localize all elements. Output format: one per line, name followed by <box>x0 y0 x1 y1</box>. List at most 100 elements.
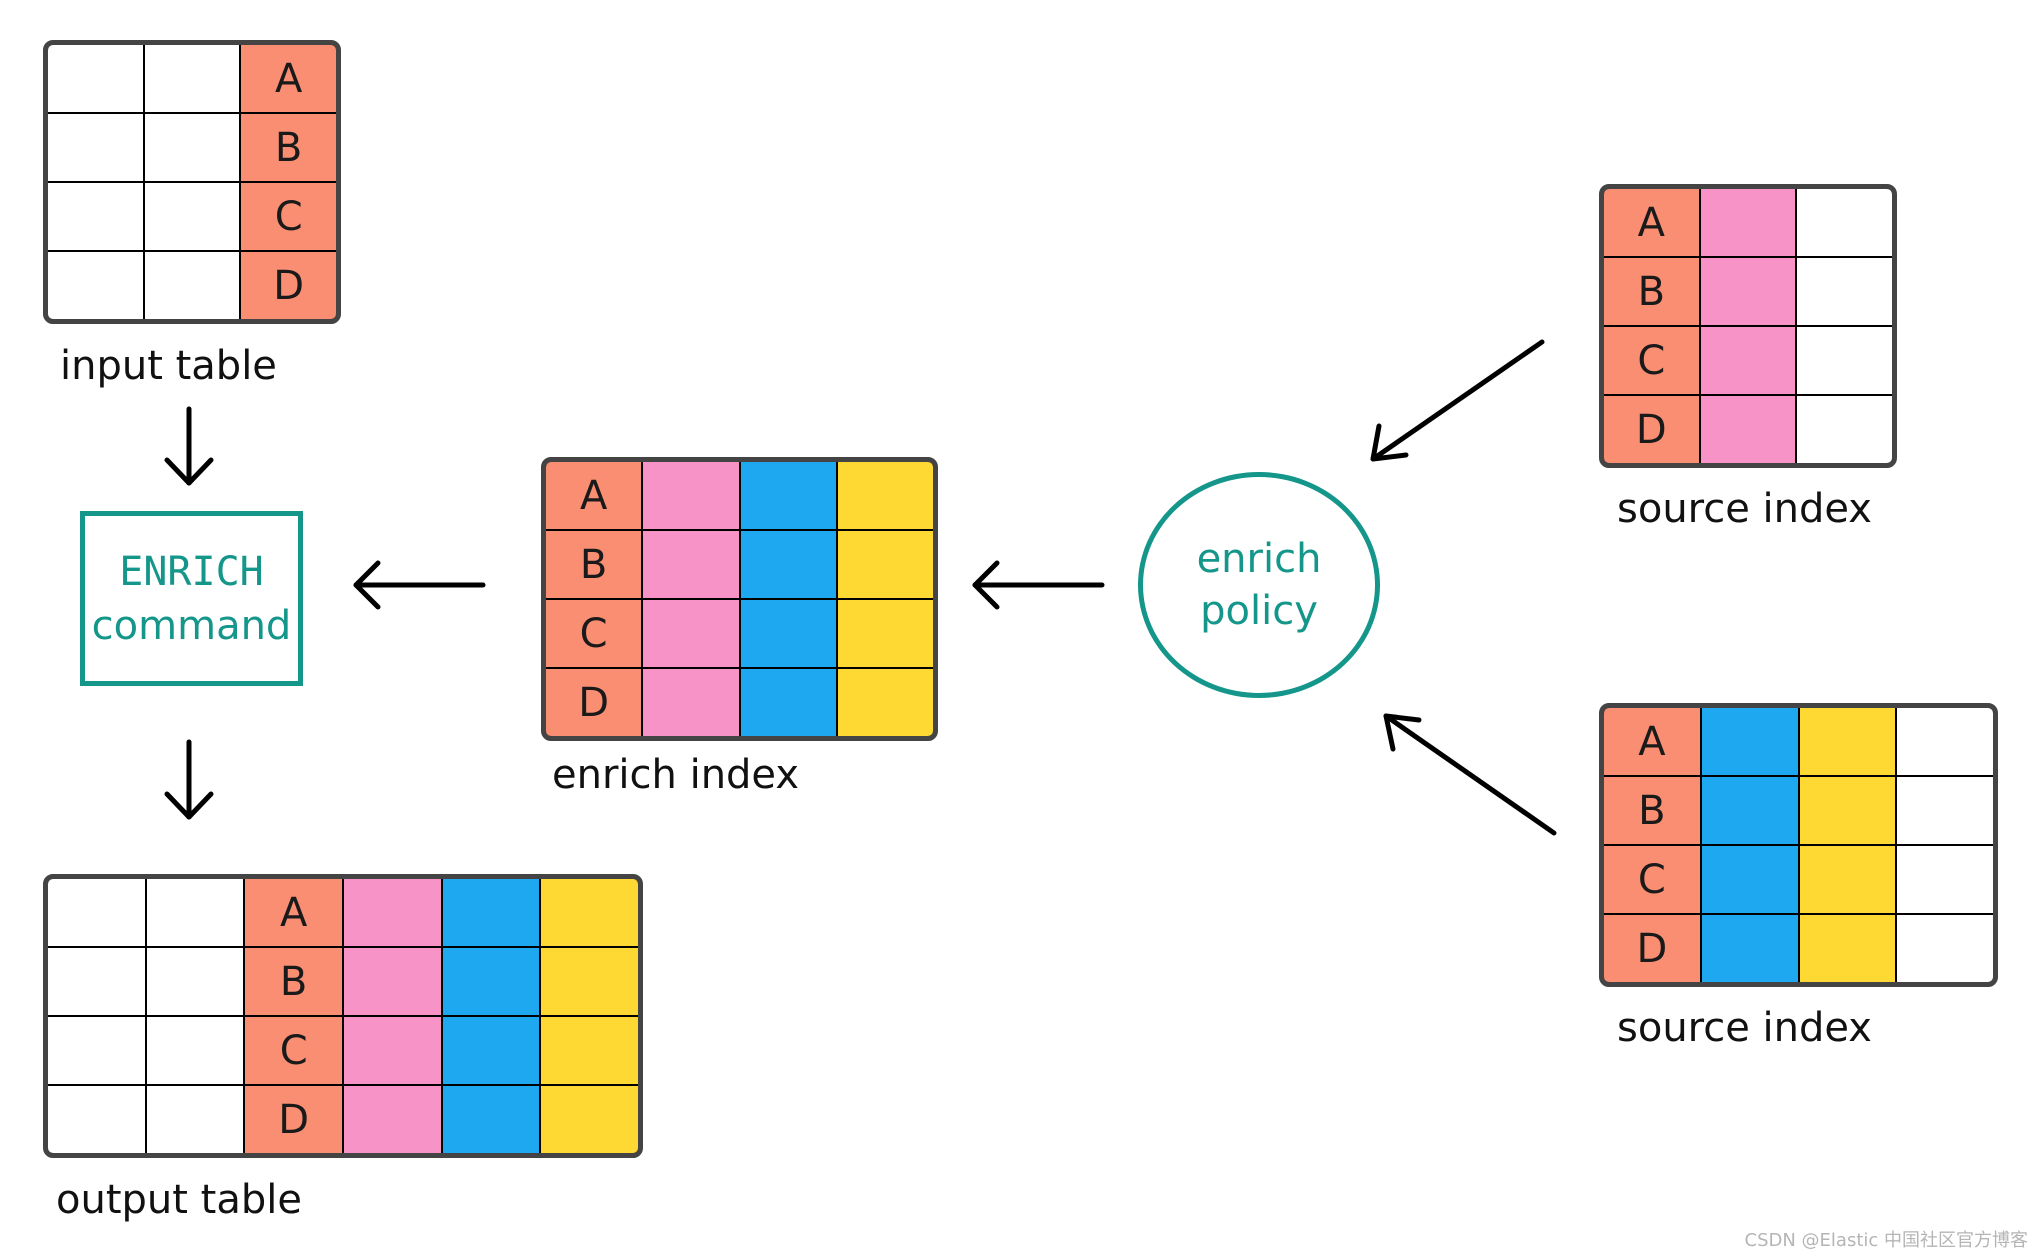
table-cell <box>837 600 933 667</box>
arrow-source2-to-policy <box>1383 713 1557 836</box>
arrow-command-to-output <box>164 739 214 820</box>
enrich-command-keyword: ENRICH <box>119 548 264 595</box>
table-cell <box>343 948 441 1015</box>
table-cell: C <box>546 600 642 667</box>
table-cell: D <box>245 1086 342 1153</box>
table-cell: A <box>1604 189 1699 256</box>
table-cell <box>1897 915 1993 982</box>
table-cell <box>442 1017 540 1084</box>
table-cell <box>144 252 240 319</box>
table-cell: A <box>241 45 336 112</box>
table-cell <box>1701 846 1798 913</box>
table-cell <box>1700 189 1796 256</box>
source-index-label-1: source index <box>1617 486 1872 532</box>
table-cell <box>48 252 143 319</box>
table-cell <box>144 114 240 181</box>
table-cell <box>343 1017 441 1084</box>
table-cell <box>146 879 244 946</box>
table-cell <box>1897 846 1993 913</box>
table-cell <box>541 1086 638 1153</box>
table-cell: B <box>241 114 336 181</box>
table-cell: C <box>1604 327 1699 394</box>
table-cell <box>48 45 143 112</box>
table-cell <box>837 531 933 598</box>
enrich-policy-circle: enrich policy <box>1138 472 1380 698</box>
table-cell <box>1799 777 1896 844</box>
table-cell <box>1799 846 1896 913</box>
table-cell: C <box>241 183 336 250</box>
table-cell: B <box>546 531 642 598</box>
table-cell <box>837 669 933 736</box>
table-cell <box>146 1017 244 1084</box>
table-cell <box>48 183 143 250</box>
table-cell <box>1897 777 1993 844</box>
arrow-input-to-command <box>164 406 214 486</box>
table-cell <box>1700 396 1796 463</box>
table-cell <box>740 462 836 529</box>
output-table-label: output table <box>56 1177 302 1223</box>
table-cell <box>740 531 836 598</box>
table-cell: B <box>1604 777 1700 844</box>
table-cell <box>146 948 244 1015</box>
enrich-policy-line2: policy <box>1200 588 1318 634</box>
table-cell <box>442 948 540 1015</box>
table-cell <box>1700 258 1796 325</box>
arrow-index-to-command <box>353 560 486 610</box>
table-cell <box>643 669 739 736</box>
table-cell <box>1799 708 1896 775</box>
table-cell <box>343 1086 441 1153</box>
table-cell <box>643 531 739 598</box>
table-cell: A <box>245 879 342 946</box>
table-cell <box>144 45 240 112</box>
table-cell: A <box>546 462 642 529</box>
table-cell: B <box>1604 258 1699 325</box>
enrich-command-word: command <box>91 602 292 649</box>
table-cell <box>541 948 638 1015</box>
table-cell <box>48 1017 145 1084</box>
table-cell <box>643 462 739 529</box>
table-cell <box>1701 915 1798 982</box>
table-cell <box>144 183 240 250</box>
table-cell <box>1701 708 1798 775</box>
table-cell <box>1897 708 1993 775</box>
table-cell: C <box>245 1017 342 1084</box>
table-cell: D <box>1604 915 1700 982</box>
table-cell <box>1797 396 1892 463</box>
table-cell <box>541 1017 638 1084</box>
table-cell <box>1701 777 1798 844</box>
table-cell: B <box>245 948 342 1015</box>
table-cell <box>48 879 145 946</box>
table-cell <box>48 1086 145 1153</box>
table-cell <box>1799 915 1896 982</box>
table-cell: D <box>546 669 642 736</box>
enrich-index-label: enrich index <box>552 752 800 798</box>
enrich-policy-line1: enrich <box>1196 536 1322 582</box>
enrich-command-box: ENRICH command <box>80 511 303 686</box>
table-cell <box>146 1086 244 1153</box>
table-cell: D <box>1604 396 1699 463</box>
source-index-label-2: source index <box>1617 1005 1872 1051</box>
table-cell <box>541 879 638 946</box>
table-cell: D <box>241 252 336 319</box>
table-cell <box>740 669 836 736</box>
table-cell: C <box>1604 846 1700 913</box>
table-cell <box>343 879 441 946</box>
table-cell <box>1797 327 1892 394</box>
table-cell <box>442 1086 540 1153</box>
table-cell <box>1797 258 1892 325</box>
input-table-label: input table <box>60 343 277 389</box>
watermark: CSDN @Elastic 中国社区官方博客 <box>1744 1230 2029 1251</box>
table-cell <box>442 879 540 946</box>
table-cell <box>1700 327 1796 394</box>
table-cell <box>740 600 836 667</box>
table-cell <box>643 600 739 667</box>
arrow-policy-to-index <box>972 560 1105 610</box>
table-cell <box>48 114 143 181</box>
table-cell <box>837 462 933 529</box>
arrow-source1-to-policy <box>1370 339 1545 462</box>
